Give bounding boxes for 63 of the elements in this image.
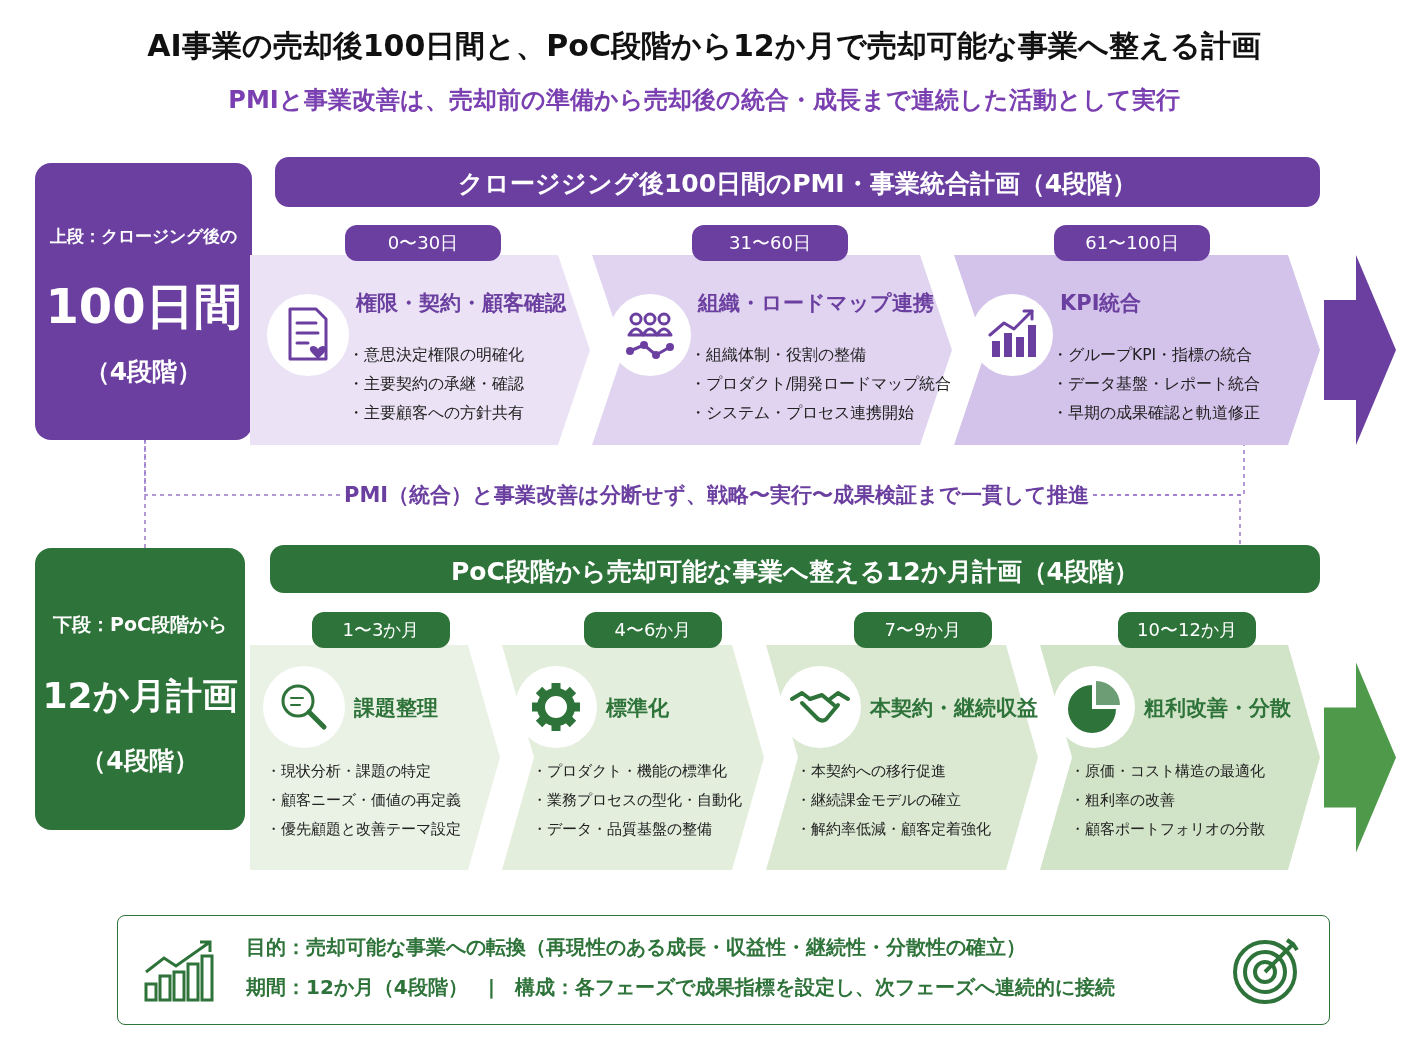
period-pill: 31〜60日	[692, 225, 848, 261]
subtitle: PMIと事業改善は、売却前の準備から売却後の統合・成長まで連続した活動として実行	[227, 85, 1181, 116]
banner-title: PoC段階から売却可能な事業へ整える12か月計画（4段階）	[450, 556, 1140, 588]
bullet-text: ・組織体制・役割の整備	[690, 345, 866, 366]
bullet-text: ・主要顧客への方針共有	[348, 403, 524, 424]
dashed-connector	[144, 439, 341, 496]
phase-step	[250, 225, 590, 445]
bullet-text: ・原価・コスト構造の最適化	[1070, 762, 1265, 781]
period-pill: 61〜100日	[1054, 225, 1210, 261]
bullet-text: ・顧客ニーズ・価値の再定義	[266, 791, 461, 810]
phase-step	[250, 612, 500, 870]
bullet-text: ・優先顧題と改善テーマ設定	[266, 820, 461, 839]
phase-step	[502, 612, 764, 870]
phase-step	[1040, 612, 1320, 870]
phase-title: 権限・契約・顧客確認	[356, 290, 566, 317]
bullet-text: ・早期の成果確認と軌道修正	[1052, 403, 1260, 424]
banner-title: クロージジング後100日間のPMI・事業統合計画（4段階）	[456, 168, 1139, 200]
panel-title: 12か月計画	[41, 674, 239, 718]
period-pill: 0〜30日	[345, 225, 501, 261]
bullet-text: ・粗利率の改善	[1070, 791, 1175, 810]
section-banner	[275, 157, 1320, 207]
dashed-connector	[1092, 494, 1241, 546]
bullet-text: ・本契約への移行促進	[796, 762, 946, 781]
bullet-text: ・現状分析・課題の特定	[266, 762, 431, 781]
panel-subtitle: （4段階）	[80, 745, 200, 777]
statement-text: PMI（統合）と事業改善は分断せず、戦略〜実行〜成果検証まで一貫して推進	[340, 476, 1094, 514]
bullet-text: ・主要契約の承継・確認	[348, 374, 524, 395]
panel-heading: 下段：PoC段階から	[52, 612, 228, 637]
bullet-text: ・プロダクト/開発ロードマップ統合	[690, 374, 952, 395]
dashed-connector	[144, 439, 146, 549]
section-banner	[270, 545, 1320, 593]
phase-title: KPI統合	[1060, 290, 1142, 317]
panel-heading: 上段：クロージング後の	[49, 225, 238, 248]
section-panel	[35, 163, 252, 440]
panel-title: 100日間	[44, 277, 243, 336]
bullet-text: ・システム・プロセス連携開始	[690, 403, 914, 424]
section-panel	[35, 548, 245, 830]
phase-title: 組織・ロードマップ連携	[698, 290, 934, 317]
phase-title: 標準化	[606, 695, 669, 722]
title: AI事業の売却後100日間と、PoC段階から12か月で売却可能な事業へ整える計画	[146, 27, 1262, 65]
bullet-text: ・意思決定権限の明確化	[348, 345, 524, 366]
phase-title: 粗利改善・分散	[1144, 695, 1291, 722]
bullet-text: ・データ・品質基盤の整備	[532, 820, 712, 839]
bullet-text: ・継続課金モデルの確立	[796, 791, 961, 810]
summary-text: 目的：売却可能な事業への転換（再現性のある成長・収益性・継続性・分散性の確立）	[246, 934, 1026, 961]
panel-subtitle: （4段階）	[83, 356, 204, 388]
bullet-text: ・グループKPI・指標の統合	[1052, 345, 1253, 366]
bullet-text: ・顧客ポートフォリオの分散	[1070, 820, 1265, 839]
bullet-text: ・解約率低減・顧客定着強化	[796, 820, 991, 839]
bullet-text: ・データ基盤・レポート統合	[1052, 374, 1260, 395]
summary-text: 期間：12か月（4段階） | 構成：各フェーズで成果指標を設定し、次フェーズへ連続的に接続	[246, 974, 1116, 1001]
period-pill: 10〜12か月	[1118, 612, 1256, 648]
bullet-text: ・プロダクト・機能の標準化	[532, 762, 727, 781]
period-pill: 4〜6か月	[584, 612, 722, 648]
phase-step	[766, 612, 1038, 870]
period-pill: 7〜9か月	[854, 612, 992, 648]
phase-step	[954, 225, 1320, 445]
phase-step	[592, 225, 952, 445]
phase-title: 本契約・継続収益	[870, 695, 1038, 722]
bullet-text: ・業務プロセスの型化・自動化	[532, 791, 742, 810]
phase-title: 課題整理	[354, 695, 438, 722]
summary-panel	[117, 915, 1330, 1025]
period-pill: 1〜3か月	[312, 612, 450, 648]
